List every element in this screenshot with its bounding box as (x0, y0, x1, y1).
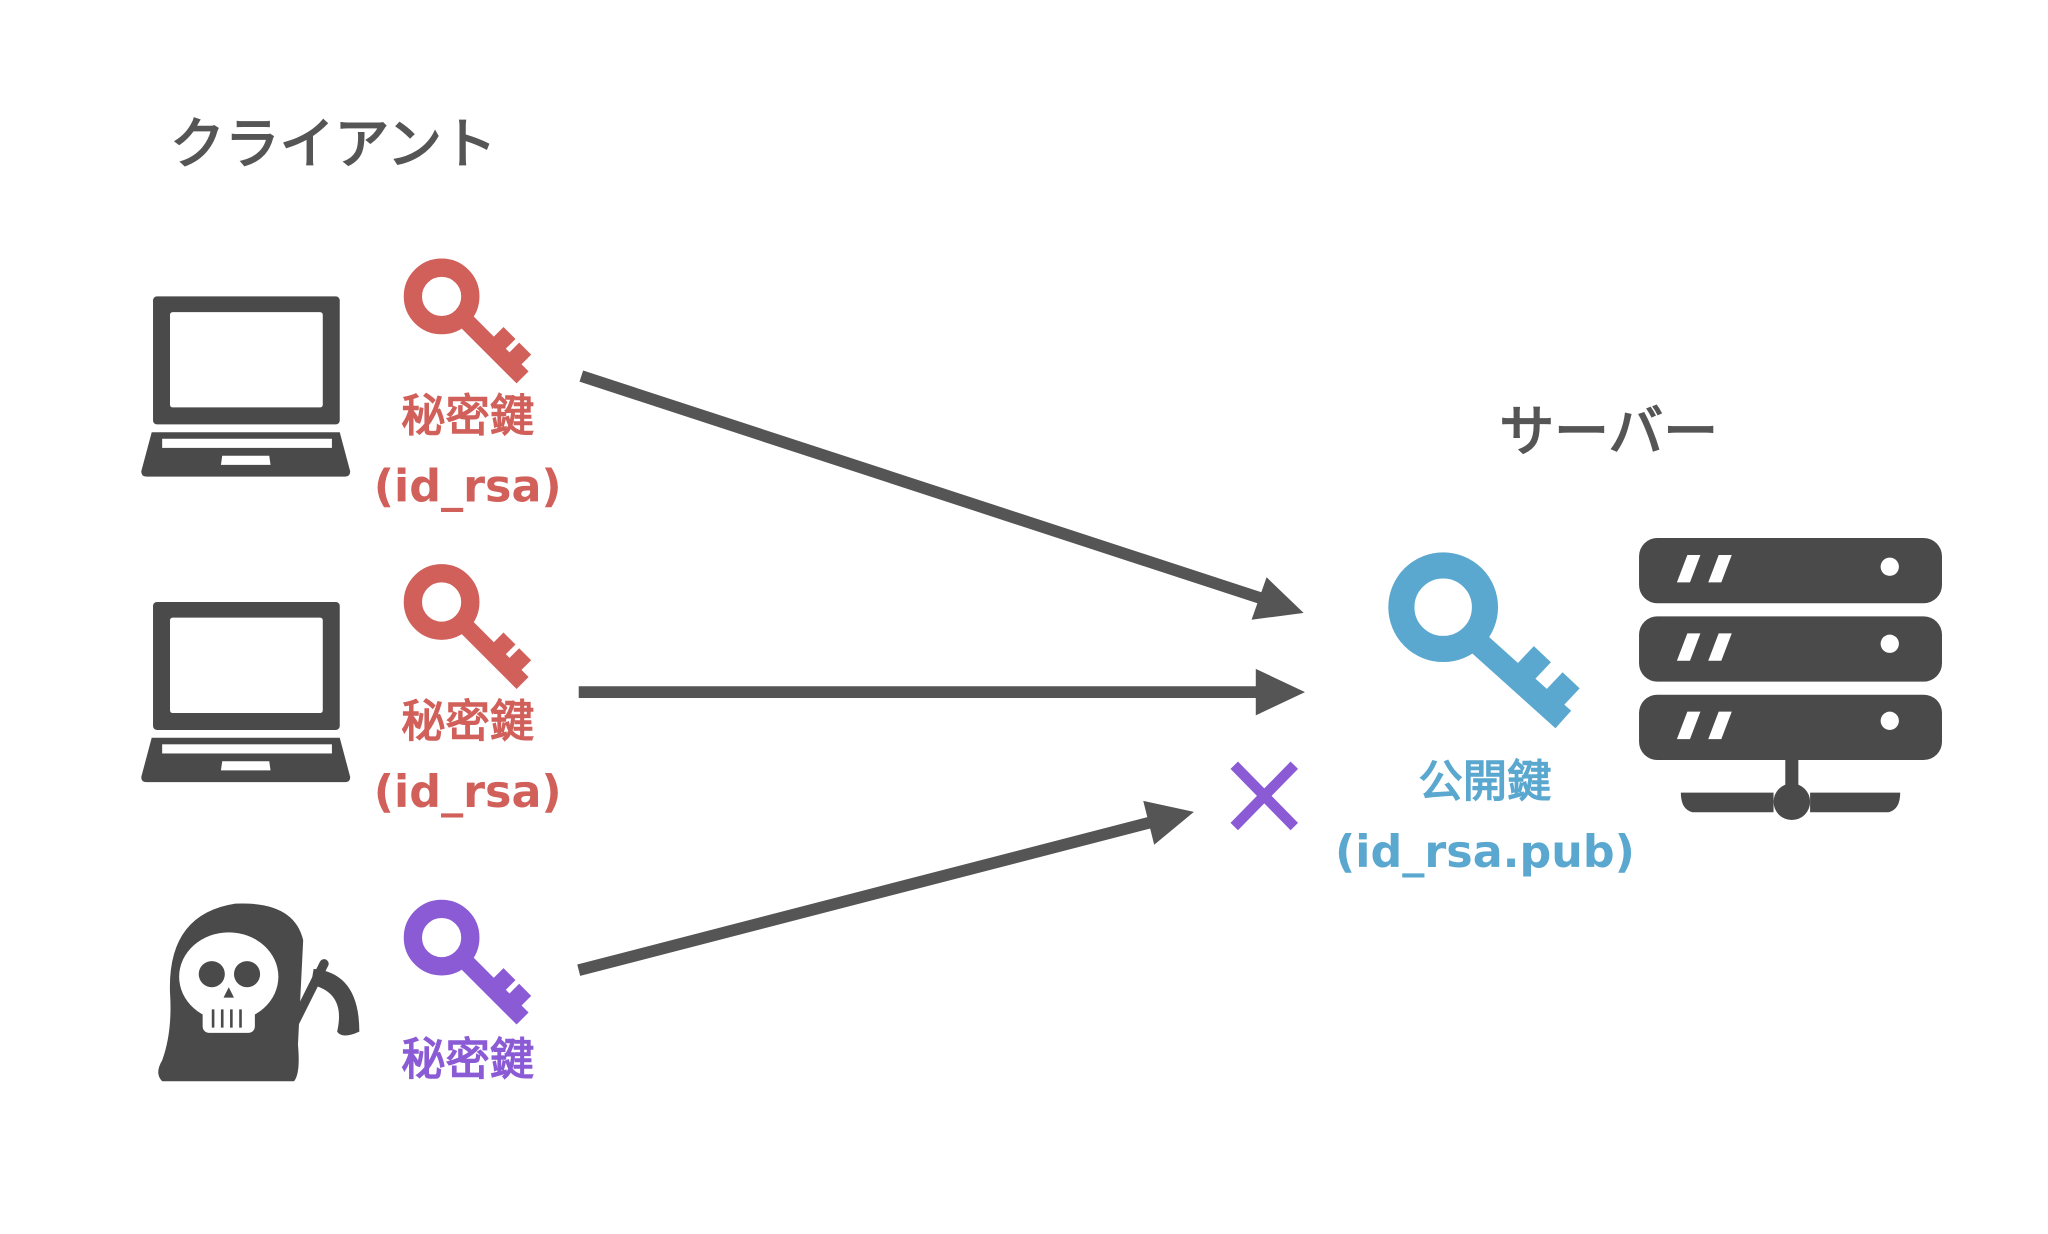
private-key-icon (413, 268, 525, 378)
server-title: サーバー (1499, 400, 1718, 464)
client-title: クライアント (170, 112, 497, 176)
private-key-filename-1: (id_rsa) (374, 461, 562, 512)
rejected-x-icon (1230, 761, 1299, 831)
server-unit (1639, 694, 1942, 760)
arrow-client1-to-server (579, 370, 1304, 620)
private-key-icon (413, 573, 525, 683)
client-laptop-1 (141, 296, 351, 477)
client-laptop-2 (141, 601, 351, 783)
attacker-key-icon (413, 909, 525, 1019)
private-key-label-2: 秘密鍵 (401, 696, 534, 747)
private-key-label-1: 秘密鍵 (401, 391, 534, 442)
private-key-filename-2: (id_rsa) (374, 767, 562, 818)
arrow-client2-to-server (578, 668, 1305, 716)
arrow-attacker-to-server (577, 800, 1194, 976)
server-unit (1639, 616, 1942, 682)
grim-reaper-icon (158, 903, 360, 1082)
public-key-label: 公開鍵 (1418, 757, 1551, 808)
laptop-icon (141, 601, 351, 783)
attacker-key-label: 秘密鍵 (401, 1035, 534, 1086)
server-unit (1639, 537, 1942, 604)
public-key-filename: (id_rsa.pub) (1335, 827, 1635, 878)
server-icon (1639, 537, 1942, 821)
laptop-icon (141, 296, 351, 477)
public-key-icon (1388, 552, 1580, 729)
arrows (577, 370, 1305, 976)
